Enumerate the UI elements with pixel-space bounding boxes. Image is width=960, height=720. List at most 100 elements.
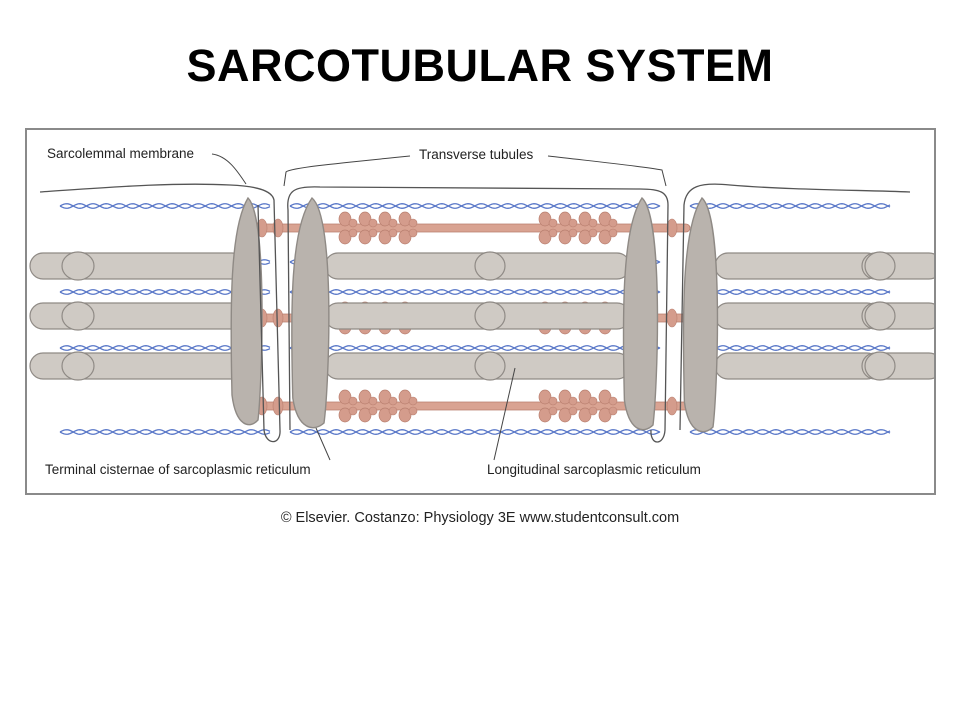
slide-title: SARCOTUBULAR SYSTEM xyxy=(186,40,774,91)
sr-tube-end xyxy=(61,301,95,331)
sarcolemma-leader xyxy=(211,153,247,185)
myosin-head xyxy=(408,396,418,406)
myosin-head xyxy=(358,389,372,405)
myosin-head xyxy=(398,229,412,245)
myosin-head xyxy=(338,407,352,423)
thin-filament xyxy=(689,429,891,435)
sr-tube xyxy=(714,302,881,330)
myosin-head xyxy=(568,218,578,228)
myosin-head xyxy=(568,406,578,416)
myosin-head xyxy=(388,406,398,416)
myosin-head xyxy=(608,396,618,406)
sr-tube-end xyxy=(864,251,896,281)
sr-tube-end xyxy=(864,351,896,381)
myosin-head xyxy=(558,407,572,423)
myosin-head xyxy=(368,406,378,416)
terminal-cisterna xyxy=(230,196,263,426)
myosin-head xyxy=(338,229,352,245)
myosin-head xyxy=(578,389,592,405)
myosin-head xyxy=(398,407,412,423)
myosin-head xyxy=(588,218,598,228)
myosin-head xyxy=(348,228,358,238)
myosin-head xyxy=(398,389,412,405)
myosin-head xyxy=(378,389,392,405)
myosin-head xyxy=(598,229,612,245)
myosin-head xyxy=(558,229,572,245)
myosin-head xyxy=(538,211,552,227)
myosin-head xyxy=(558,211,572,227)
thin-filament xyxy=(59,429,271,435)
myosin-head xyxy=(378,211,392,227)
myosin-head xyxy=(272,308,284,328)
myosin-head xyxy=(368,228,378,238)
sr-tube-end xyxy=(474,351,506,381)
longitudinal-leader xyxy=(493,367,516,461)
myosin-head xyxy=(608,218,618,228)
myosin-head xyxy=(598,407,612,423)
sarcolemma-label: Sarcolemmal membrane xyxy=(47,146,194,161)
myosin-head xyxy=(348,396,358,406)
myosin-head xyxy=(378,407,392,423)
terminal-cisternae xyxy=(230,196,719,433)
thin-filament xyxy=(689,203,891,209)
myosin-head xyxy=(578,211,592,227)
myosin-head xyxy=(538,229,552,245)
myosin-head xyxy=(588,396,598,406)
myosin-head xyxy=(568,396,578,406)
thin-filament xyxy=(689,203,891,209)
myosin-head xyxy=(568,228,578,238)
sr-tube xyxy=(714,352,881,380)
myosin-head xyxy=(608,228,618,238)
myosin-head xyxy=(666,218,678,238)
myosin-head xyxy=(388,218,398,228)
myosin-head xyxy=(408,228,418,238)
myosin-head xyxy=(548,228,558,238)
myosin-head xyxy=(338,389,352,405)
thin-filament xyxy=(689,345,891,351)
myosin-head xyxy=(378,229,392,245)
myosin-head xyxy=(598,211,612,227)
sarcolemmal-membrane xyxy=(39,183,911,443)
thin-filament xyxy=(289,203,661,209)
myosin-head xyxy=(588,406,598,416)
sr-tube xyxy=(324,252,501,280)
myosin-head xyxy=(272,218,284,238)
sr-tube-end xyxy=(474,251,506,281)
myosin-head xyxy=(548,406,558,416)
myosin-head xyxy=(358,211,372,227)
myosin-head xyxy=(398,211,412,227)
myosin-head xyxy=(368,396,378,406)
myosin-head xyxy=(548,396,558,406)
sr-tube xyxy=(324,352,501,380)
myosin-head xyxy=(578,229,592,245)
myosin-head xyxy=(368,218,378,228)
longitudinal-sr-label: Longitudinal sarcoplasmic reticulum xyxy=(487,462,701,477)
myosin-head xyxy=(348,406,358,416)
myosin-head xyxy=(588,228,598,238)
myosin-head xyxy=(608,406,618,416)
t-tubules-label: Transverse tubules xyxy=(419,147,534,162)
sr-tube-end xyxy=(61,351,95,381)
myosin-head xyxy=(548,218,558,228)
thin-filament xyxy=(59,203,271,209)
thin-filament xyxy=(289,345,661,351)
thin-filament xyxy=(689,345,891,351)
thin-filament xyxy=(689,289,891,295)
thin-filament xyxy=(289,289,661,295)
myosin-head xyxy=(538,389,552,405)
myosin-head xyxy=(408,406,418,416)
myosin-head xyxy=(538,407,552,423)
thin-filament xyxy=(689,429,891,435)
terminal-cisterna xyxy=(291,196,330,429)
thin-filament xyxy=(689,289,891,295)
t-tubules-bracket xyxy=(283,155,667,187)
terminal-cisterna xyxy=(622,196,659,431)
myosin-head xyxy=(388,396,398,406)
sr-tube xyxy=(324,302,501,330)
image-credit: © Elsevier. Costanzo: Physiology 3E www.… xyxy=(280,510,680,526)
longitudinal-sr xyxy=(29,251,934,381)
myosin-head xyxy=(558,389,572,405)
myosin-head xyxy=(598,389,612,405)
myosin-head xyxy=(348,218,358,228)
